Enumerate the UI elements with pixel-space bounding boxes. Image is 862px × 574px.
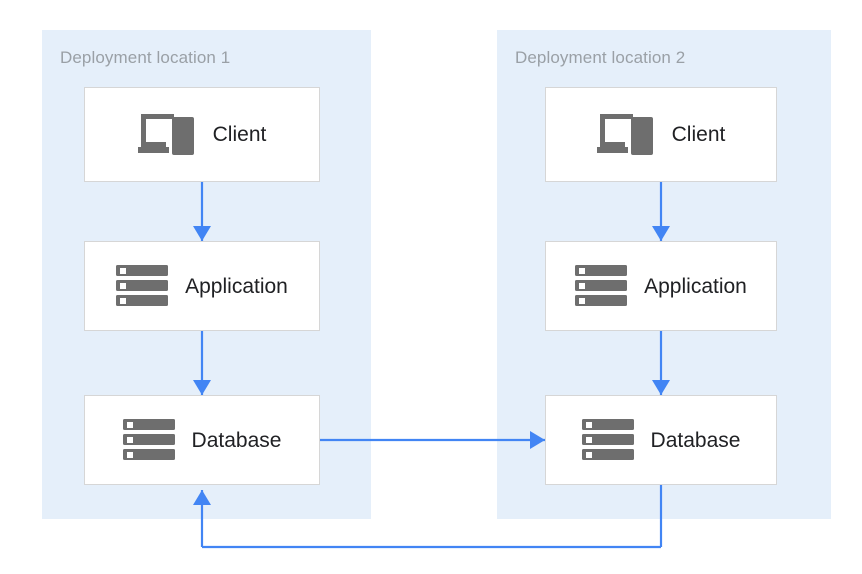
- node-application-1[interactable]: Application: [84, 241, 320, 331]
- node-application-1-label: Application: [185, 274, 288, 298]
- client-devices-icon: [596, 110, 655, 160]
- node-database-1[interactable]: Database: [84, 395, 320, 485]
- node-client-2-label: Client: [671, 123, 726, 146]
- client-devices-icon: [137, 110, 196, 160]
- zone-deployment-location-1-label: Deployment location 1: [60, 48, 231, 67]
- server-stack-icon: [575, 264, 628, 308]
- node-database-1-label: Database: [191, 428, 282, 452]
- node-application-2-label: Application: [644, 274, 747, 298]
- server-stack-icon: [122, 418, 175, 462]
- server-stack-icon: [581, 418, 634, 462]
- server-stack-icon: [116, 264, 169, 308]
- node-database-2-label: Database: [650, 428, 741, 452]
- zone-deployment-location-2-label: Deployment location 2: [515, 48, 686, 67]
- node-client-1[interactable]: Client: [84, 87, 320, 182]
- node-application-2[interactable]: Application: [545, 241, 777, 331]
- node-client-1-label: Client: [212, 123, 267, 146]
- node-client-2[interactable]: Client: [545, 87, 777, 182]
- node-database-2[interactable]: Database: [545, 395, 777, 485]
